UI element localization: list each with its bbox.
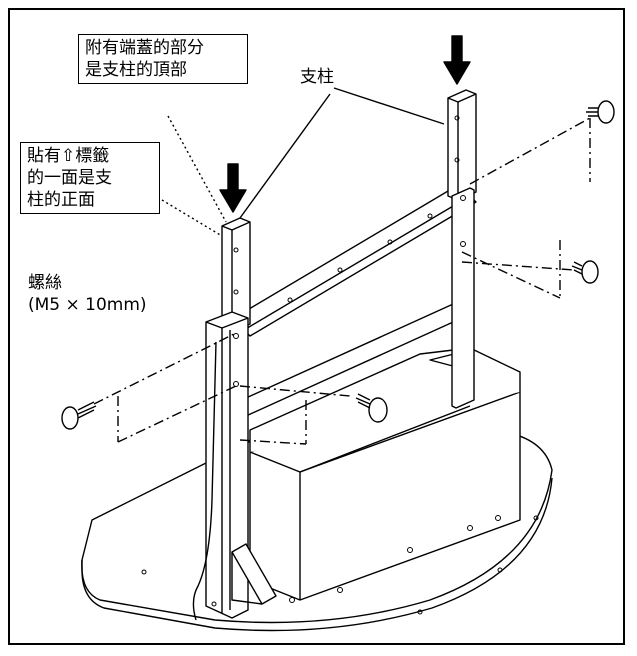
post-bracket — [231, 543, 277, 605]
rear-crossbar — [243, 177, 471, 331]
callout-front-label-line-1: 貼有⇧標籤 — [27, 146, 110, 166]
post-label: 支柱 — [300, 66, 334, 88]
screw-left — [61, 401, 97, 430]
figure-frame — [8, 8, 625, 645]
screw-label-line-1: 螺絲 — [28, 273, 62, 293]
callout-front-label-line-3: 柱的正面 — [27, 190, 95, 210]
leader-post-right — [333, 87, 445, 125]
callout-top-cap-line-2: 是支柱的頂部 — [85, 60, 187, 80]
callout-top-cap-line-1: 附有端蓋的部分 — [85, 38, 204, 58]
cable — [192, 341, 217, 621]
alignment-upper-right — [461, 117, 591, 299]
rear-right-post-lower — [451, 187, 475, 409]
callout-front-label: 貼有⇧標籤 的一面是支 柱的正面 — [20, 142, 160, 214]
screw-mid-right — [571, 260, 599, 284]
screw-label-line-2: (M5 × 10mm) — [28, 295, 147, 315]
leader-dotted-top — [167, 115, 227, 223]
screw-upper-right — [586, 100, 615, 124]
holes — [141, 115, 539, 615]
screw-center — [355, 393, 388, 423]
callout-top-cap: 附有端蓋的部分 是支柱的頂部 — [78, 34, 248, 84]
callout-front-label-line-2: 的一面是支 — [27, 168, 112, 188]
base-plate-edge — [81, 477, 553, 632]
screw-label: 螺絲 (M5 × 10mm) — [28, 272, 147, 316]
leader-dotted-front — [161, 199, 223, 237]
leader-post-left — [239, 93, 331, 219]
down-arrow-right — [443, 35, 471, 85]
down-arrow-left — [219, 163, 247, 213]
post-label-text: 支柱 — [300, 67, 334, 87]
front-left-post-lower — [205, 311, 249, 619]
alignment-mid — [239, 385, 351, 445]
alignment-left — [93, 333, 237, 443]
